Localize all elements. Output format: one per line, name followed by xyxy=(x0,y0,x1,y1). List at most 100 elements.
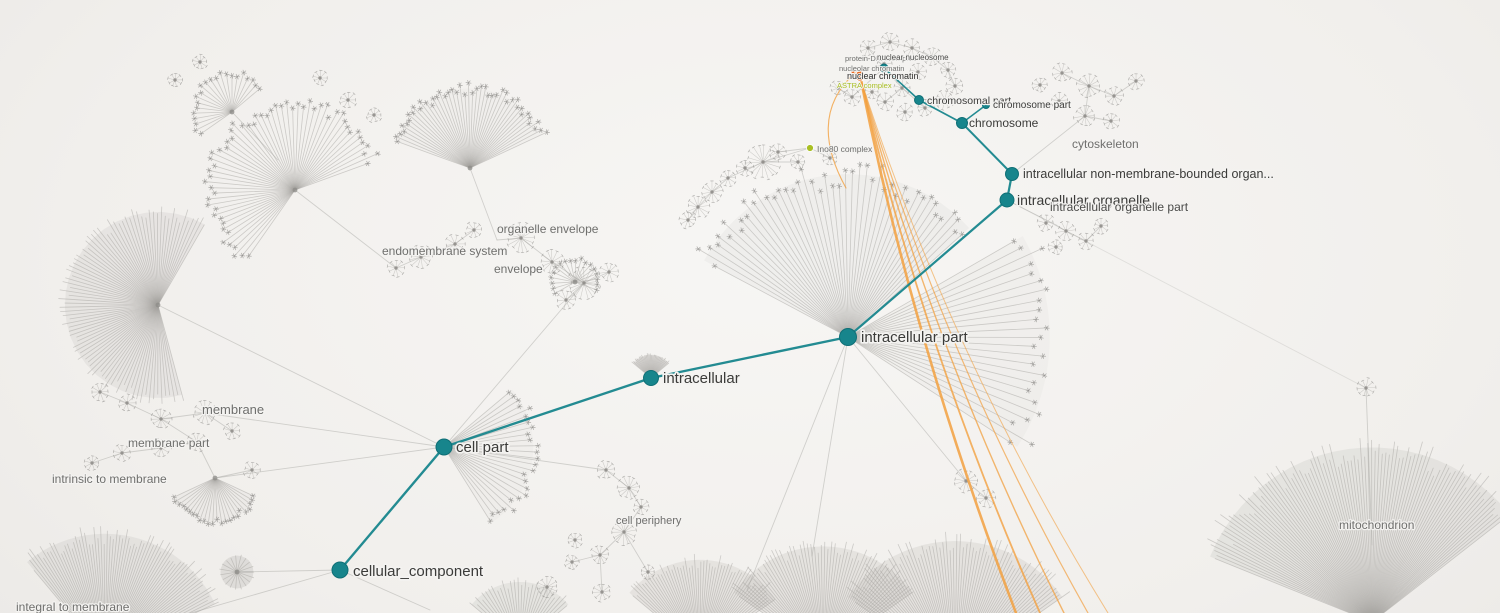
fan-ray xyxy=(1376,467,1450,613)
fan-ray xyxy=(235,571,238,590)
rosette-tip-icon xyxy=(1036,219,1039,223)
rosette-ray xyxy=(942,99,946,111)
rosette-tip-icon xyxy=(948,78,952,81)
burst-tip-icon xyxy=(229,127,233,133)
rosette-tip-icon xyxy=(1078,242,1081,247)
fan-ray xyxy=(835,558,854,613)
burst-tip-icon xyxy=(247,507,252,512)
graph-node-chromosomal_part[interactable] xyxy=(914,95,924,105)
fan-ray xyxy=(1381,514,1499,613)
burst-tip-icon xyxy=(361,139,365,146)
rosette-tip-icon xyxy=(769,148,771,153)
rosette-tip-icon xyxy=(635,499,639,502)
gray-edge xyxy=(623,531,649,573)
rosette-ray xyxy=(583,281,598,284)
graph-node-chromosome[interactable] xyxy=(956,117,968,129)
node-cluster xyxy=(150,408,173,429)
burst-tip-icon xyxy=(534,449,540,455)
fan-ray xyxy=(673,565,689,613)
burst-tip-icon xyxy=(745,214,749,219)
fan-ray xyxy=(241,125,296,191)
rosette-hub xyxy=(964,479,968,483)
rosette-tip-icon xyxy=(575,266,580,269)
fan-ray xyxy=(1377,476,1466,613)
fan-ray xyxy=(1374,451,1428,613)
fan-ray xyxy=(709,565,723,613)
fan-wedge xyxy=(471,582,569,613)
graph-node-intracellular_part[interactable] xyxy=(839,328,857,346)
rosette-tip-icon xyxy=(511,223,515,226)
graph-node-cell_part[interactable] xyxy=(435,438,453,456)
graph-node-non_membrane_organelle[interactable] xyxy=(1005,167,1019,181)
fan-ray xyxy=(214,477,231,521)
fan-ray xyxy=(733,588,757,613)
rosette-ray xyxy=(520,226,532,239)
fan-ray xyxy=(214,477,253,501)
graph-node-intracellular[interactable] xyxy=(643,370,659,386)
rosette-tip-icon xyxy=(225,432,227,436)
rosette-tip-icon xyxy=(905,81,909,84)
fan-ray xyxy=(659,564,683,613)
rosette-ray xyxy=(204,412,213,421)
rosette-tip-icon xyxy=(618,478,621,482)
rosette-hub xyxy=(573,538,577,542)
fan-ray xyxy=(408,119,471,169)
rosette-hub xyxy=(627,486,631,490)
graph-node-intracellular_organelle[interactable] xyxy=(999,192,1015,208)
rosette-tip-icon xyxy=(940,109,945,111)
fan-ray xyxy=(741,229,849,338)
burst-tip-icon xyxy=(202,179,207,184)
fan-ray xyxy=(847,179,873,338)
rosette-tip-icon xyxy=(719,180,722,184)
rosette-tip-icon xyxy=(1038,224,1041,228)
graph-node-chromatin_anchor[interactable] xyxy=(879,63,889,73)
rosette-tip-icon xyxy=(388,269,391,273)
rosette-ray xyxy=(697,205,710,208)
fan-ray xyxy=(436,96,471,169)
fan-ray xyxy=(174,477,216,503)
fan-ray xyxy=(574,281,598,285)
burst-tip-icon xyxy=(301,104,306,110)
rosette-tip-icon xyxy=(256,462,259,466)
fan-ray xyxy=(1260,505,1364,613)
fan-ray xyxy=(1377,474,1472,613)
rosette-tip-icon xyxy=(692,216,696,219)
fan-ray xyxy=(651,575,676,613)
burst-tip-icon xyxy=(232,245,237,250)
rosette-ray xyxy=(612,527,625,533)
rosette-ray xyxy=(623,529,637,533)
rosette-tip-icon xyxy=(682,212,686,215)
rosette-tip-icon xyxy=(102,400,106,403)
fan-ray xyxy=(1372,453,1383,613)
rosette-tip-icon xyxy=(410,264,413,267)
fan-ray xyxy=(210,187,296,191)
rosette-tip-icon xyxy=(594,545,599,548)
fan-ray xyxy=(260,114,296,191)
fan-cluster xyxy=(548,255,601,297)
rosette-tip-icon xyxy=(169,412,172,416)
related-term-node[interactable] xyxy=(842,81,848,87)
rosette-tip-icon xyxy=(954,482,956,486)
fan-ray xyxy=(469,113,529,169)
rosette-tip-icon xyxy=(747,156,749,160)
rosette-tip-icon xyxy=(83,459,86,463)
related-term-node[interactable] xyxy=(806,144,814,152)
rosette-ray xyxy=(754,161,764,179)
rosette-tip-icon xyxy=(532,229,535,233)
burst-tip-icon xyxy=(799,166,804,172)
graph-node-cellular_component[interactable] xyxy=(331,561,349,579)
burst-tip-icon xyxy=(1044,286,1049,292)
rosette-tip-icon xyxy=(1046,229,1051,231)
rosette-tip-icon xyxy=(154,409,158,412)
selected-term-node[interactable] xyxy=(850,68,856,74)
burst-tip-icon xyxy=(393,134,399,139)
rosette-ray xyxy=(1076,83,1090,87)
graph-node-chromosome_part[interactable] xyxy=(982,101,990,109)
fan-ray xyxy=(841,557,868,613)
rosette-hub xyxy=(930,55,934,59)
rosette-ray xyxy=(762,160,779,163)
fan-ray xyxy=(747,590,775,613)
selected-term-node[interactable] xyxy=(854,70,866,82)
